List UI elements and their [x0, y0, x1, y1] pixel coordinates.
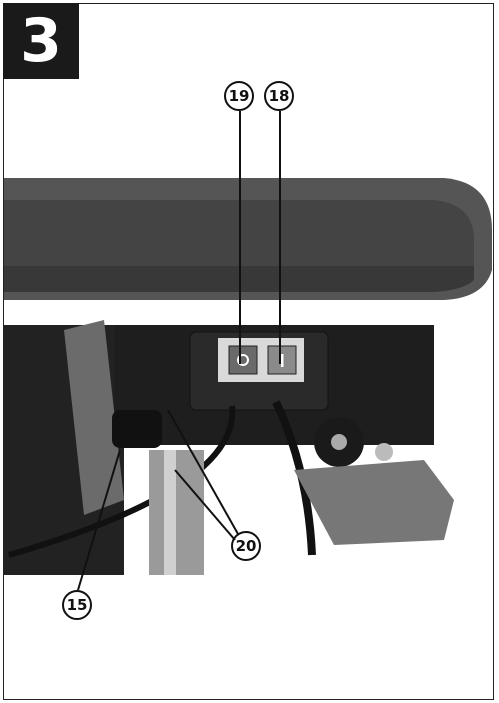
- callout-18-label: 18: [268, 87, 290, 105]
- figure-number-badge: 3: [3, 3, 79, 79]
- leader-19: [239, 111, 241, 364]
- callout-20: 20: [231, 531, 261, 561]
- off-switch: [228, 345, 258, 375]
- callout-20-label: 20: [235, 537, 257, 555]
- callout-15-label: 15: [66, 596, 88, 614]
- callout-19: 19: [224, 81, 254, 111]
- leader-18: [279, 111, 281, 364]
- callout-19-label: 19: [228, 87, 250, 105]
- callout-15: 15: [62, 590, 92, 620]
- product-photo: [4, 170, 493, 582]
- callout-18: 18: [264, 81, 294, 111]
- drill-press-photo: [4, 170, 493, 582]
- figure-number: 3: [20, 6, 62, 76]
